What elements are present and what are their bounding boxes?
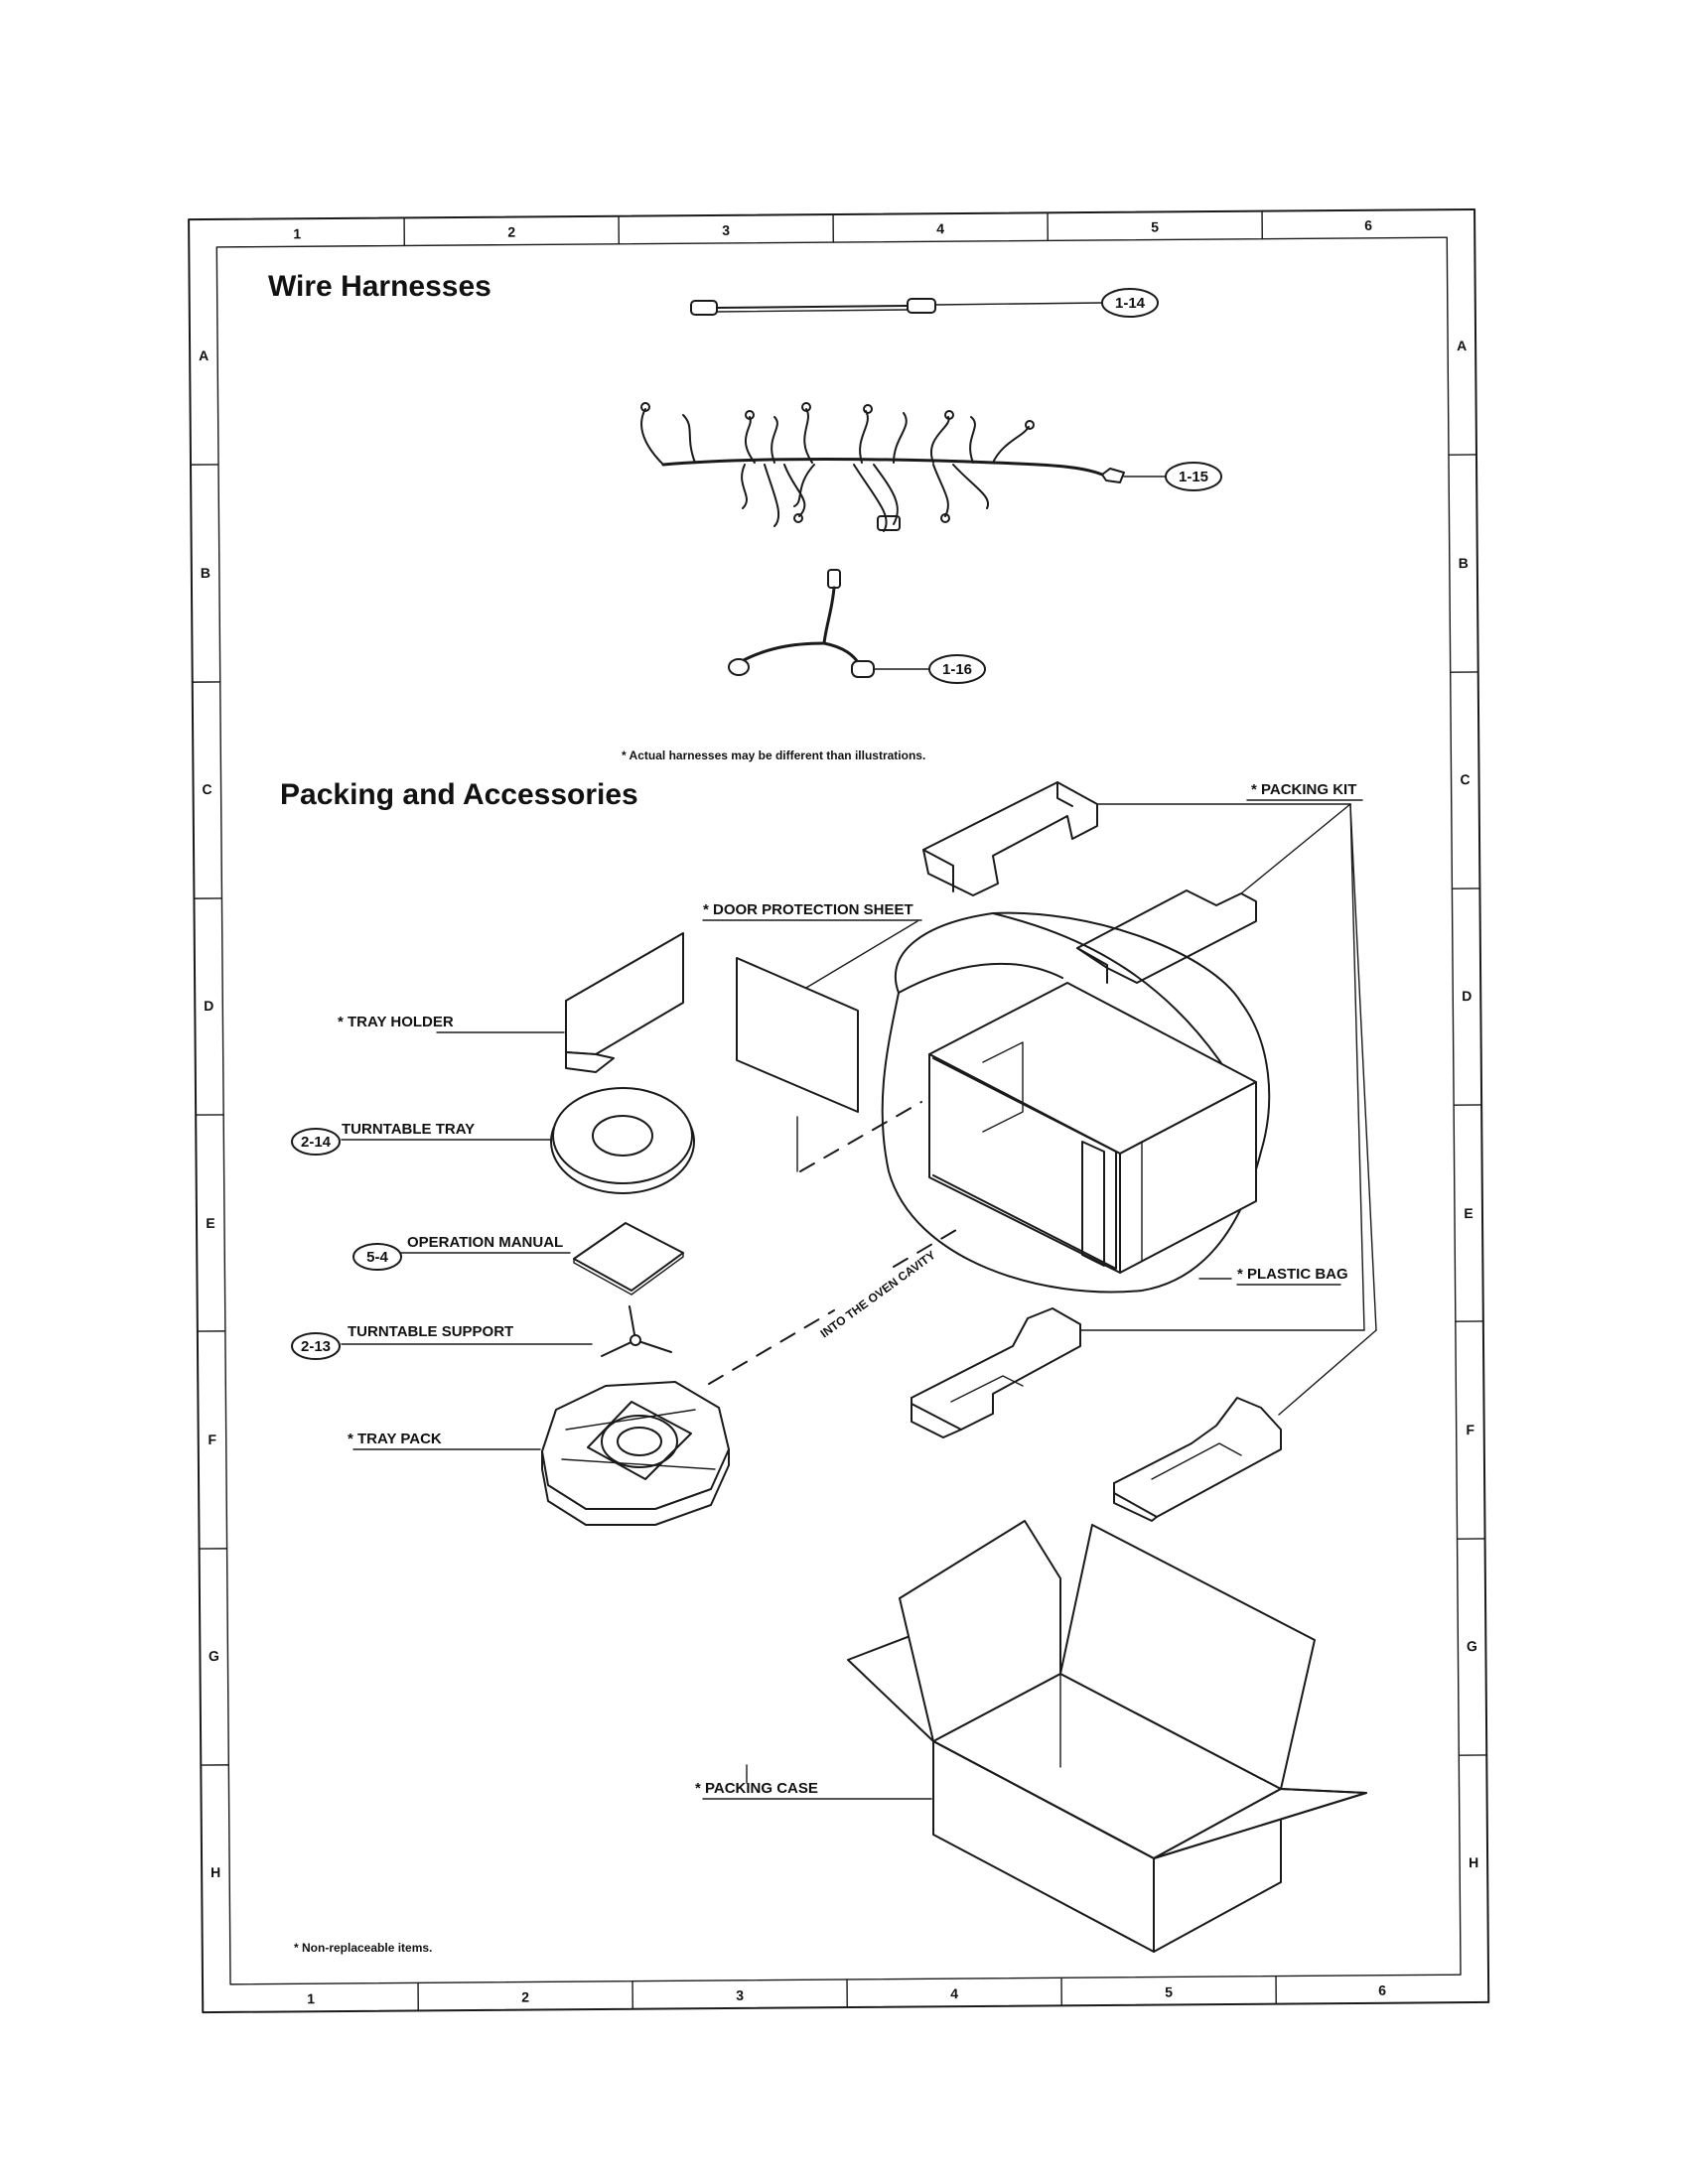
harness-1-16-ref: 1-16 (942, 661, 972, 678)
turntable-tray: 2-14 TURNTABLE TRAY (291, 1087, 695, 1194)
grid-row-e-left: E (206, 1215, 214, 1231)
grid-row-d-left: D (204, 998, 213, 1014)
grid-row-b-left: B (201, 565, 210, 581)
grid-row-f-right: F (1466, 1422, 1474, 1437)
operation-manual-label: OPERATION MANUAL (407, 1234, 563, 1251)
sheet-frame: 1 2 3 4 5 6 1 2 3 4 5 6 A B C D E F G H … (188, 207, 1490, 2014)
grid-col-1-bottom: 1 (307, 1990, 315, 2006)
heading-wire-harnesses: Wire Harnesses (268, 270, 491, 303)
tray-holder: * TRAY HOLDER (338, 932, 684, 1073)
tray-pack-label: * TRAY PACK (348, 1431, 442, 1447)
grid-col-2-bottom: 2 (521, 1989, 529, 2005)
grid-col-6-bottom: 6 (1378, 1982, 1386, 1998)
turntable-tray-label: TURNTABLE TRAY (342, 1121, 475, 1138)
into-cavity-note: INTO THE OVEN CAVITY (818, 1248, 938, 1340)
harness-1-14-ref: 1-14 (1115, 295, 1146, 312)
harness-1-14-callout (1101, 288, 1159, 318)
harness-1-16: 1-16 (728, 569, 986, 684)
grid-row-g-right: G (1467, 1638, 1477, 1654)
packing-kit-label-text: * PACKING KIT (1251, 781, 1356, 798)
harness-1-15-ref: 1-15 (1179, 469, 1208, 485)
turntable-tray-callout (291, 1128, 341, 1156)
grid-row-b-right: B (1459, 555, 1469, 571)
turntable-support: 2-13 TURNTABLE SUPPORT (291, 1305, 672, 1360)
packing-kit-label: * PACKING KIT (1077, 781, 1377, 1416)
tray-holder-label: * TRAY HOLDER (338, 1014, 454, 1030)
grid-row-a-right: A (1457, 338, 1467, 353)
tray-pack: * TRAY PACK (348, 1381, 730, 1526)
plastic-bag-label-text: * PLASTIC BAG (1237, 1266, 1348, 1283)
harness-1-15-callout (1165, 462, 1222, 491)
grid-col-5-top: 5 (1151, 218, 1159, 234)
grid-row-f-left: F (208, 1432, 216, 1447)
grid-col-4-top: 4 (936, 220, 944, 236)
grid-col-3-top: 3 (722, 222, 730, 238)
packing-case: * PACKING CASE (695, 1520, 1367, 1953)
packing-case-label: * PACKING CASE (695, 1780, 818, 1797)
turntable-support-callout (291, 1332, 341, 1360)
microwave-in-plastic-bag (881, 911, 1271, 1294)
grid-col-4-bottom: 4 (950, 1985, 958, 2001)
grid-row-h-left: H (210, 1864, 220, 1880)
turntable-support-ref: 2-13 (301, 1338, 331, 1355)
grid-col-3-bottom: 3 (736, 1987, 744, 2003)
door-protection-sheet-label: * DOOR PROTECTION SHEET (703, 901, 913, 918)
grid-row-a-left: A (199, 347, 209, 363)
non-replaceable-note: * Non-replaceable items. (294, 1941, 432, 1955)
heading-packing-accessories: Packing and Accessories (280, 778, 638, 811)
grid-row-c-left: C (202, 781, 211, 797)
grid-row-e-right: E (1464, 1205, 1473, 1221)
packing-kit-top-foam (922, 781, 1257, 984)
turntable-tray-ref: 2-14 (301, 1134, 332, 1151)
grid-row-g-left: G (209, 1648, 219, 1664)
operation-manual-ref: 5-4 (366, 1249, 388, 1266)
grid-row-h-right: H (1469, 1854, 1478, 1870)
grid-col-6-top: 6 (1364, 217, 1372, 233)
harness-1-16-callout (928, 654, 986, 684)
plastic-bag-label: * PLASTIC BAG (1198, 1266, 1348, 1286)
packing-kit-bottom-foam (911, 1307, 1282, 1522)
turntable-support-label: TURNTABLE SUPPORT (348, 1323, 513, 1340)
harness-1-15: 1-15 (640, 402, 1222, 532)
harness-1-14: 1-14 (690, 288, 1159, 318)
grid-col-1-top: 1 (293, 225, 301, 241)
operation-manual-callout (352, 1243, 402, 1271)
harness-note: * Actual harnesses may be different than… (622, 749, 925, 762)
grid-col-5-bottom: 5 (1165, 1983, 1173, 1999)
grid-row-c-right: C (1460, 771, 1470, 787)
door-protection-sheet: * DOOR PROTECTION SHEET (702, 901, 922, 1172)
grid-row-d-right: D (1462, 988, 1472, 1004)
operation-manual: 5-4 OPERATION MANUAL (352, 1222, 684, 1296)
grid-col-2-top: 2 (507, 224, 515, 240)
